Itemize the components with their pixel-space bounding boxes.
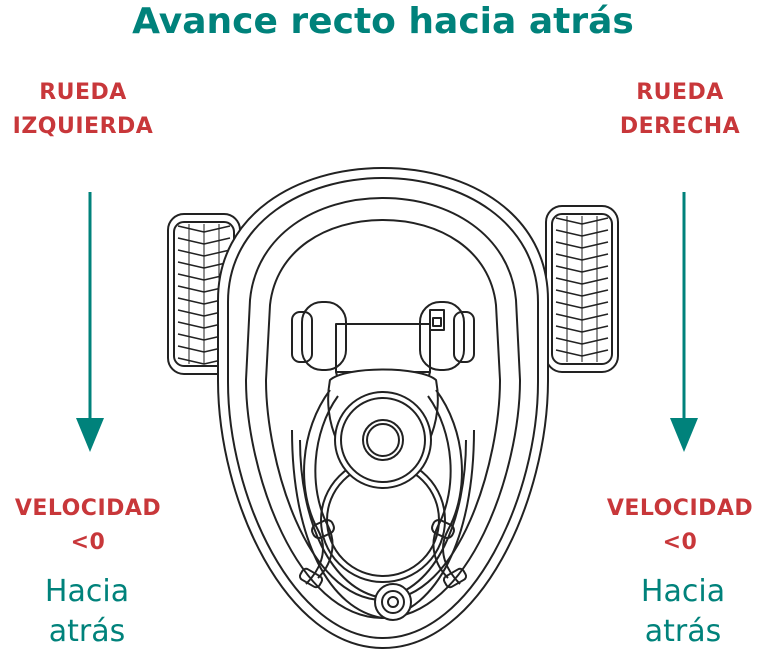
right-wheel-direction-line1: Hacia: [640, 574, 726, 609]
left-wheel-name-line2: IZQUIERDA: [12, 114, 154, 139]
left-wheel-name: RUEDA IZQUIERDA: [0, 76, 196, 144]
left-wheel-direction-line2: atrás: [48, 614, 126, 649]
right-wheel-speed-line2: <0: [662, 530, 698, 555]
left-wheel-name-line1: RUEDA: [39, 80, 127, 105]
left-wheel-speed-line2: <0: [70, 530, 106, 555]
robot-top-view-icon: [167, 167, 619, 649]
left-wheel-speed: VELOCIDAD <0: [0, 492, 176, 560]
right-wheel-direction: Hacia atrás: [598, 572, 766, 652]
right-wheel-name-line2: DERECHA: [619, 114, 741, 139]
right-wheel-name: RUEDA DERECHA: [592, 76, 766, 144]
left-wheel-direction: Hacia atrás: [2, 572, 172, 652]
right-wheel-icon: [545, 205, 619, 373]
right-wheel-name-line1: RUEDA: [636, 80, 724, 105]
left-arrow-down-icon: [76, 192, 104, 452]
left-wheel-speed-line1: VELOCIDAD: [14, 496, 162, 521]
left-wheel-direction-line1: Hacia: [44, 574, 130, 609]
right-wheel-speed-line1: VELOCIDAD: [606, 496, 754, 521]
right-wheel-direction-line2: atrás: [644, 614, 722, 649]
right-wheel-speed: VELOCIDAD <0: [592, 492, 766, 560]
page-title: Avance recto hacia atrás: [132, 1, 634, 42]
right-arrow-down-icon: [670, 192, 698, 452]
